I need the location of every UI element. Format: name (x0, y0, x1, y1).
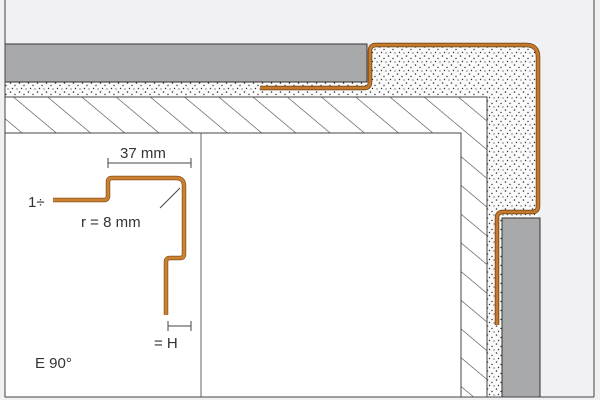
inner-wall-area (4, 132, 462, 398)
width-dimension (107, 158, 192, 168)
profile-section-fill (53, 176, 186, 315)
top-tile (4, 43, 368, 83)
height-label: = H (154, 335, 178, 352)
radius-leader (159, 187, 181, 209)
side-tile (501, 217, 541, 398)
angle-label: E 90° (35, 355, 72, 372)
thickness-label: 1÷ (28, 194, 45, 211)
mortar-bed (5, 45, 538, 397)
width-label: 37 mm (120, 145, 166, 162)
height-dimension (167, 321, 192, 331)
installed-profile-fill (260, 43, 540, 325)
radius-label: r = 8 mm (81, 214, 141, 231)
